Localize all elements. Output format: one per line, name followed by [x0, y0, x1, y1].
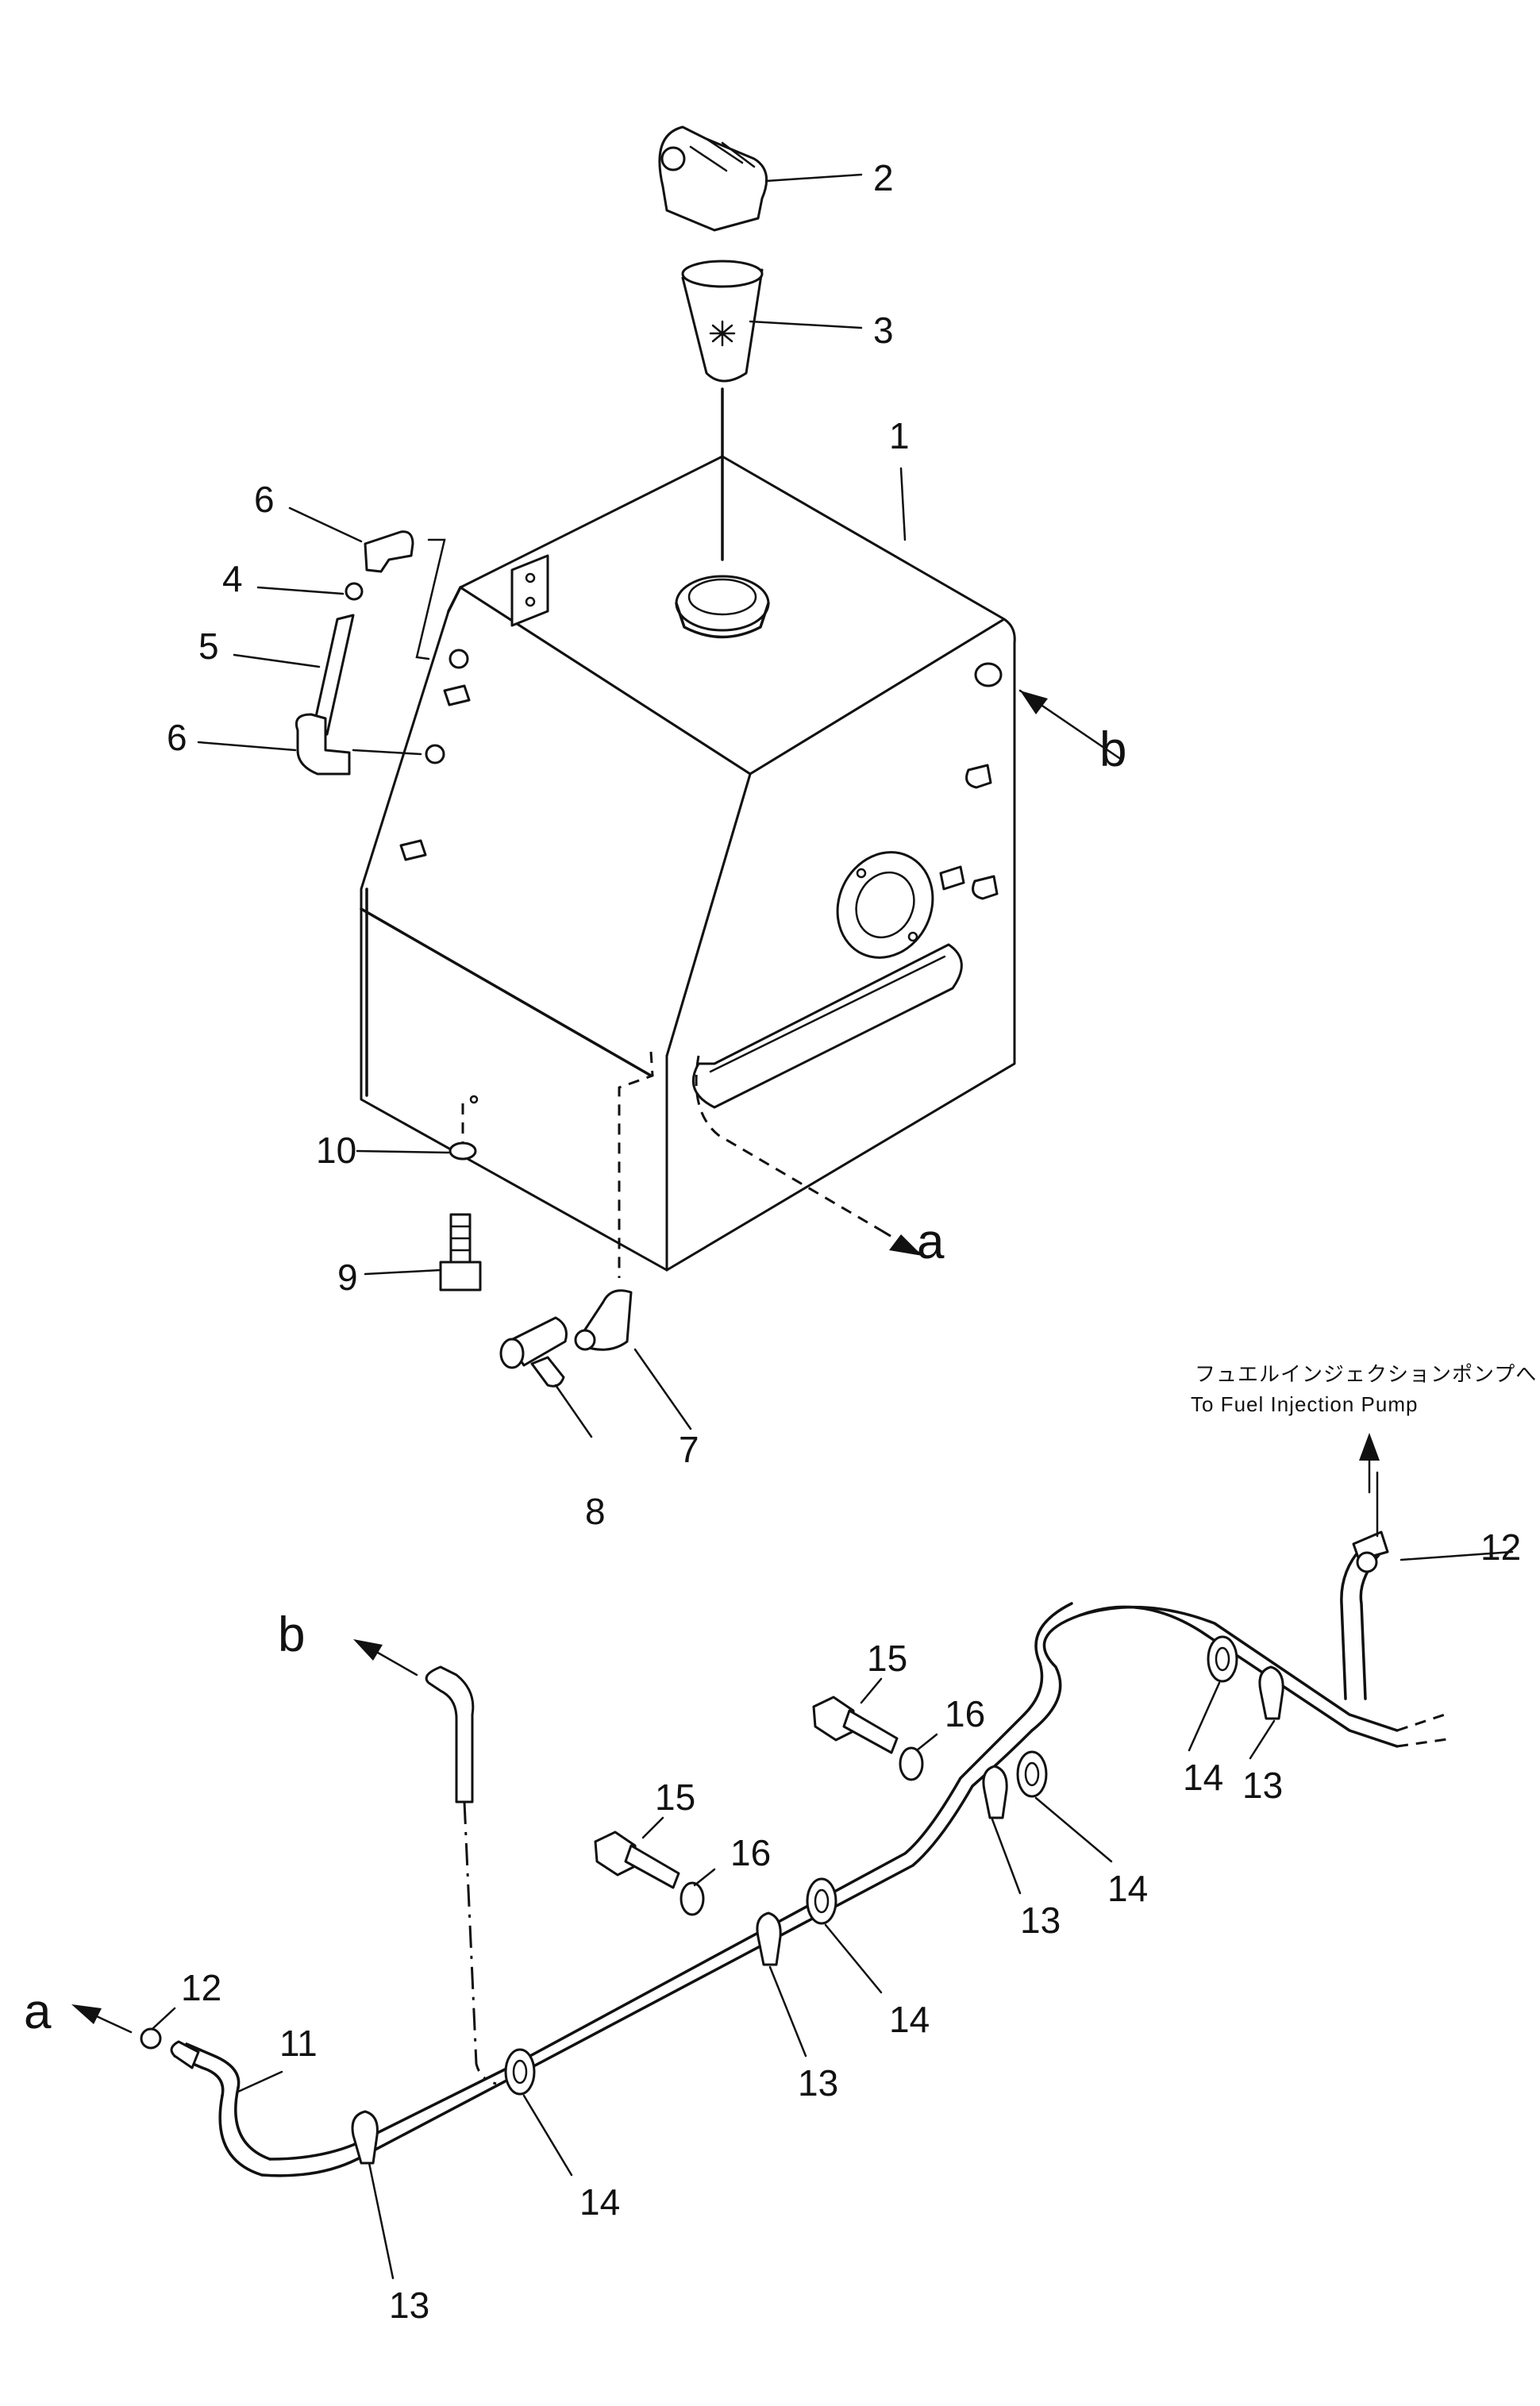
leader-lines [152, 173, 1514, 2280]
callout-3: 3 [873, 310, 894, 351]
bolts-and-washers [594, 1696, 924, 1916]
callout-13-far-right: 13 [1242, 1765, 1283, 1806]
callout-14-right: 14 [1107, 1868, 1148, 1909]
callout-13-left: 13 [389, 2285, 429, 2326]
note-english: To Fuel Injection Pump [1191, 1392, 1418, 1416]
breather-assembly [295, 530, 446, 776]
callout-13-right: 13 [1020, 1900, 1061, 1941]
callout-12-left: 12 [181, 1967, 221, 2008]
drain-valve [499, 1289, 633, 1388]
fuel-tank [360, 455, 1016, 1278]
callout-10: 10 [316, 1130, 356, 1171]
callout-7: 7 [679, 1429, 699, 1470]
callout-14-left: 14 [579, 2181, 620, 2223]
callout-12-right: 12 [1480, 1526, 1521, 1568]
callout-9: 9 [337, 1257, 358, 1298]
ref-a-bottom: a [24, 1984, 52, 2039]
callout-15-upper: 15 [867, 1638, 907, 1679]
hose-fittings [140, 1530, 1389, 2069]
ref-b-top: b [1099, 722, 1126, 777]
callout-13-mid: 13 [798, 2062, 838, 2104]
callout-16-upper: 16 [945, 1693, 985, 1734]
callout-16-lower: 16 [730, 1832, 771, 1873]
callout-labels: 2 3 1 6 4 5 6 b a 10 9 7 8 フュエルインジェクションポ… [24, 157, 1537, 2326]
note-japanese: フュエルインジェクションポンプへ [1195, 1362, 1537, 1386]
callout-15-lower: 15 [655, 1777, 695, 1818]
callout-11: 11 [279, 2023, 318, 2064]
clamps-and-grommets [351, 1635, 1284, 2165]
callout-2: 2 [873, 157, 894, 198]
callout-6-bottom: 6 [167, 717, 187, 758]
filler-cap [658, 125, 768, 232]
callout-6-top: 6 [254, 479, 275, 520]
flow-arrows [71, 689, 1380, 2034]
filler-strainer [681, 260, 764, 383]
ref-b-bottom: b [278, 1607, 305, 1662]
callout-8: 8 [585, 1491, 606, 1532]
callout-4: 4 [222, 558, 243, 599]
callout-14-far-right: 14 [1183, 1757, 1223, 1798]
drain-plug [439, 1103, 482, 1292]
callout-1: 1 [889, 415, 910, 456]
callout-5: 5 [198, 626, 219, 667]
ref-a-top: a [917, 1215, 945, 1269]
callout-14-mid: 14 [889, 1999, 930, 2040]
